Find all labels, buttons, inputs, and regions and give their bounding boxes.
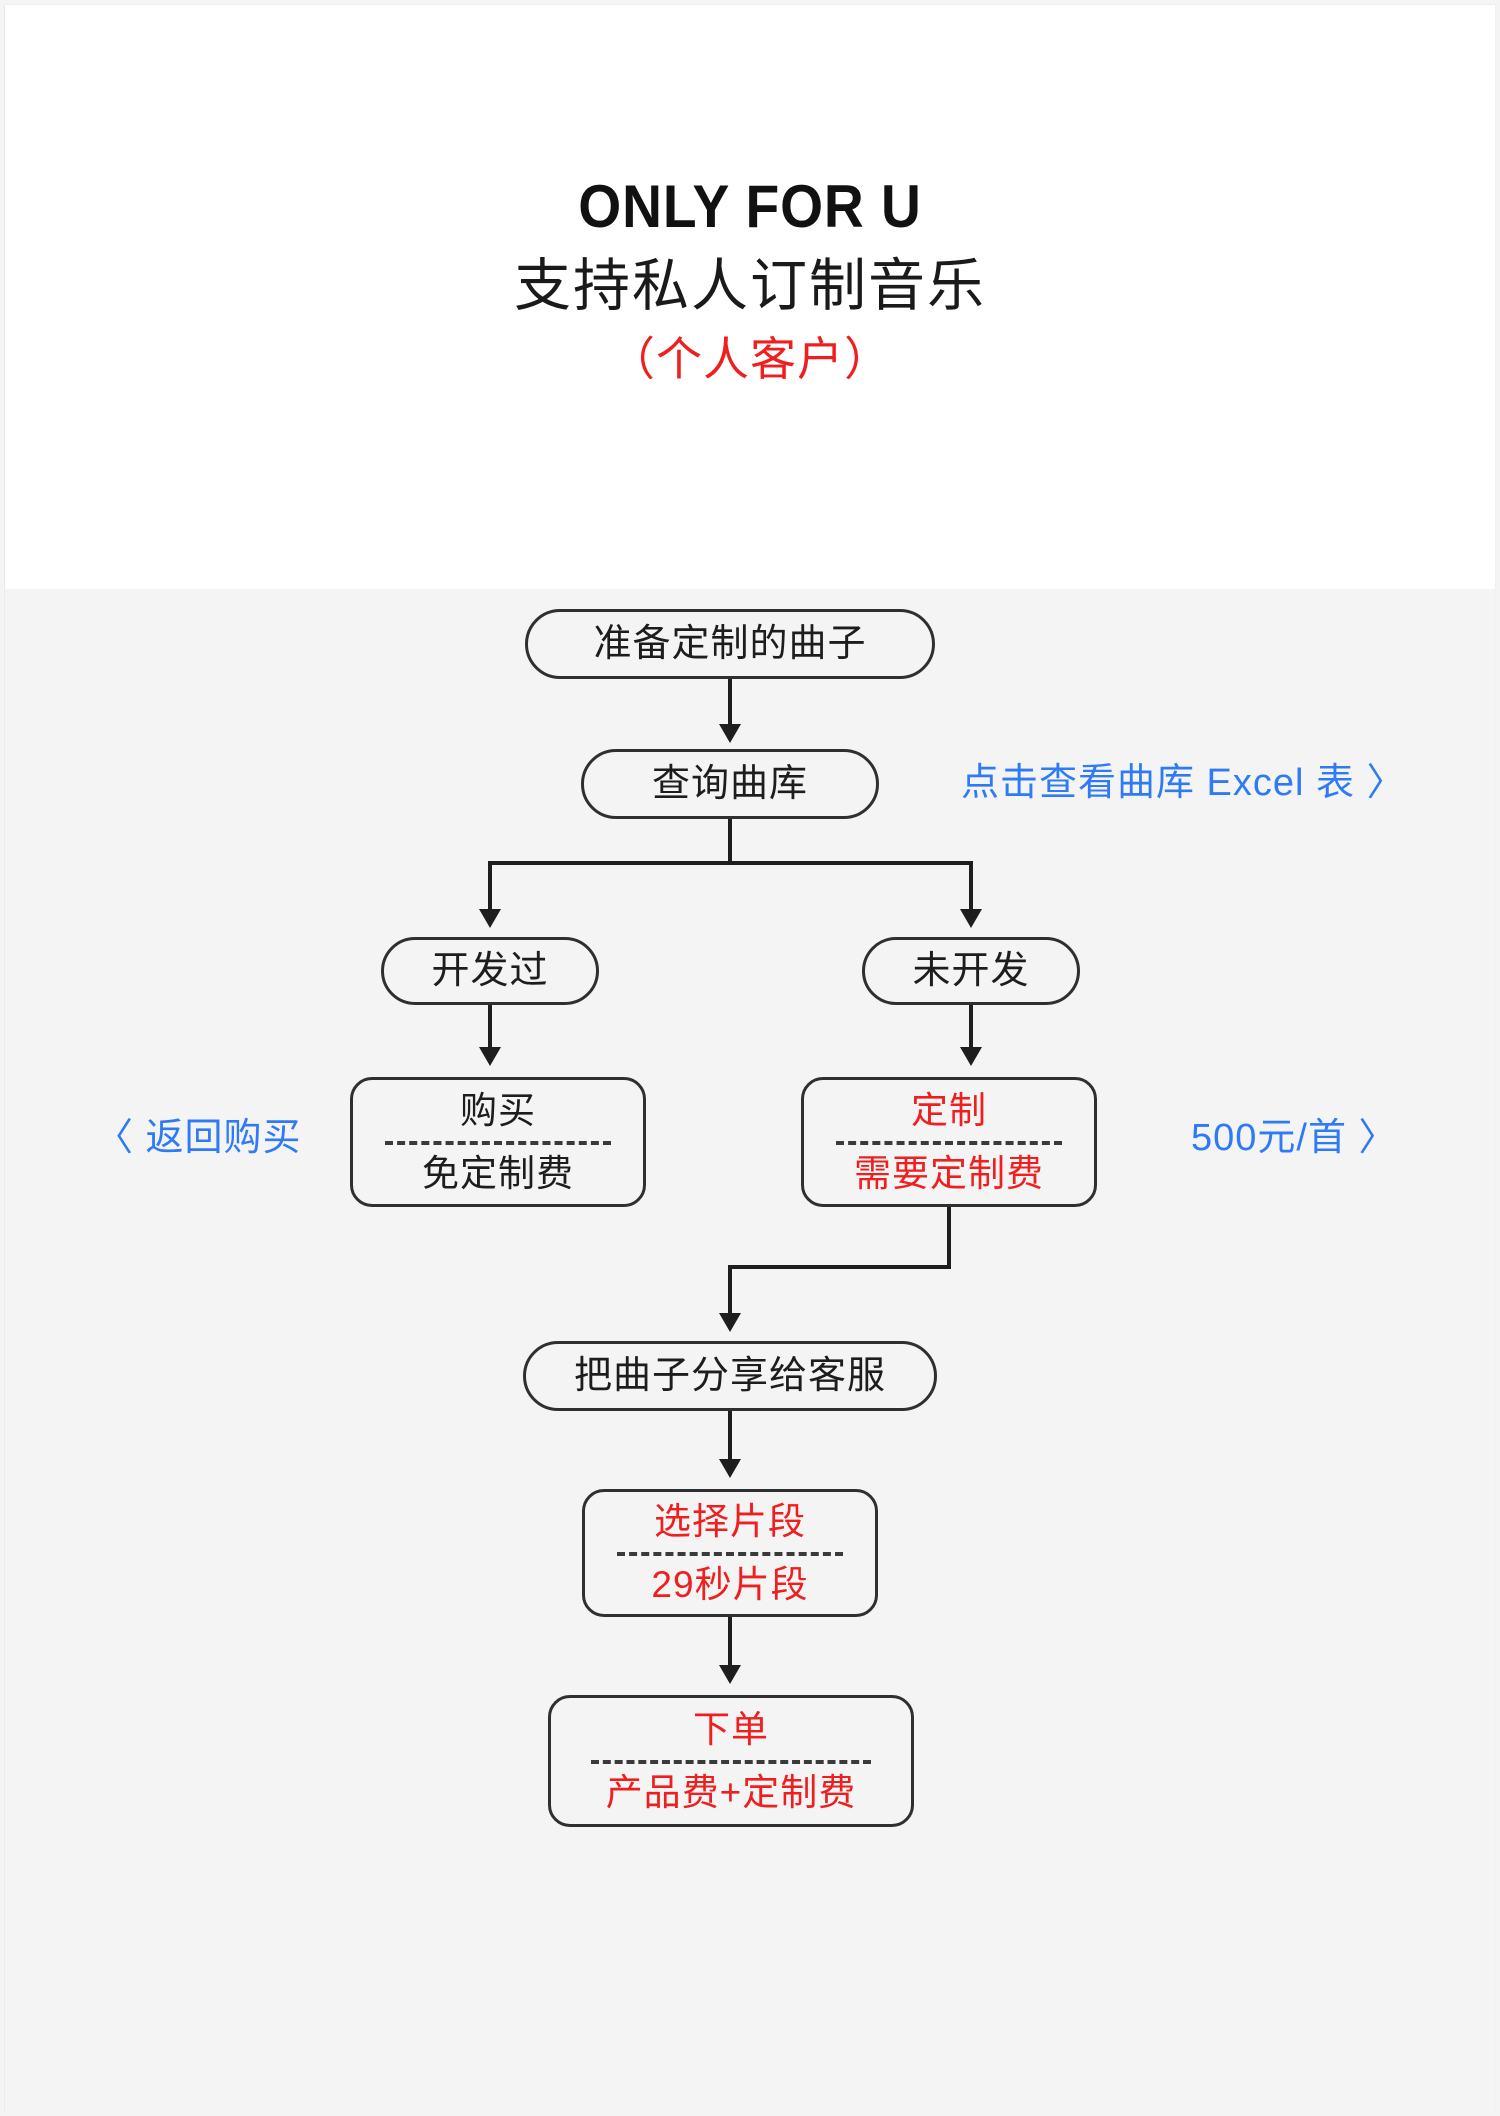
flow-node-undeveloped-label: 未开发: [912, 949, 1030, 992]
connector-custom-elbow-down: [947, 1207, 951, 1269]
connector-query-fork-bar: [488, 861, 973, 865]
link-view-excel[interactable]: 点击查看曲库 Excel 表 〉: [961, 762, 1406, 804]
flowchart-area: 准备定制的曲子 查询曲库 点击查看曲库 Excel 表 〉 开发过 未开发: [4, 589, 1496, 2112]
connector-segment-to-order: [728, 1617, 732, 1669]
connector-undeveloped-to-custom-arrow: [960, 1047, 982, 1066]
connector-custom-elbow-arrow: [719, 1313, 741, 1332]
connector-fork-right-drop: [969, 861, 973, 913]
link-return-buy[interactable]: 〈 返回购买: [95, 1117, 302, 1159]
flow-node-buy-line2: 免定制费: [422, 1152, 574, 1194]
flow-node-query[interactable]: 查询曲库: [581, 749, 879, 819]
flow-node-developed[interactable]: 开发过: [381, 937, 599, 1005]
flow-node-segment-line1: 选择片段: [654, 1501, 806, 1543]
connector-custom-elbow-across: [728, 1265, 951, 1269]
flow-node-order-line1: 下单: [693, 1709, 769, 1751]
flow-node-share-label: 把曲子分享给客服: [573, 1354, 886, 1397]
flow-node-undeveloped[interactable]: 未开发: [862, 937, 1080, 1005]
flow-node-prepare[interactable]: 准备定制的曲子: [525, 609, 935, 679]
flow-node-buy-line1: 购买: [460, 1090, 536, 1132]
flow-node-segment-divider: [616, 1551, 844, 1556]
flow-node-custom-line2: 需要定制费: [854, 1152, 1044, 1194]
flow-node-buy-divider: [384, 1140, 612, 1145]
connector-fork-right-arrow: [960, 909, 982, 928]
connector-fork-left-drop: [488, 861, 492, 913]
flow-node-developed-label: 开发过: [431, 949, 549, 992]
flow-node-query-label: 查询曲库: [651, 762, 808, 805]
flow-node-buy[interactable]: 购买 免定制费: [350, 1077, 646, 1207]
page-title-en: ONLY FOR U: [578, 173, 922, 240]
header-text-group: ONLY FOR U 支持私人订制音乐 （个人客户）: [5, 175, 1495, 387]
flow-node-order[interactable]: 下单 产品费+定制费: [548, 1695, 914, 1827]
flow-node-custom[interactable]: 定制 需要定制费: [801, 1077, 1097, 1207]
page-subtitle: （个人客户）: [609, 332, 891, 385]
connector-share-to-segment: [728, 1411, 732, 1463]
connector-share-to-segment-arrow: [719, 1459, 741, 1478]
page-title-cn: 支持私人订制音乐: [514, 254, 986, 318]
connector-developed-to-buy: [488, 1005, 492, 1051]
link-price-per-song[interactable]: 500元/首 〉: [1191, 1117, 1398, 1159]
connector-developed-to-buy-arrow: [479, 1047, 501, 1066]
flow-node-custom-line1: 定制: [911, 1090, 987, 1132]
header-banner: ONLY FOR U 支持私人订制音乐 （个人客户）: [4, 4, 1496, 589]
connector-custom-elbow-drop: [728, 1265, 732, 1317]
flow-node-segment[interactable]: 选择片段 29秒片段: [582, 1489, 878, 1617]
flow-node-custom-divider: [835, 1140, 1063, 1145]
flow-node-share[interactable]: 把曲子分享给客服: [523, 1341, 937, 1411]
connector-prepare-to-query: [728, 679, 732, 729]
flow-node-order-divider: [590, 1759, 872, 1764]
connector-fork-left-arrow: [479, 909, 501, 928]
connector-query-stem: [728, 819, 732, 863]
connector-segment-to-order-arrow: [719, 1665, 741, 1684]
flow-node-order-line2: 产品费+定制费: [605, 1771, 857, 1813]
connector-prepare-to-query-arrow: [719, 724, 741, 743]
flow-node-segment-line2: 29秒片段: [651, 1563, 809, 1605]
connector-undeveloped-to-custom: [969, 1005, 973, 1051]
flow-node-prepare-label: 准备定制的曲子: [593, 622, 867, 665]
